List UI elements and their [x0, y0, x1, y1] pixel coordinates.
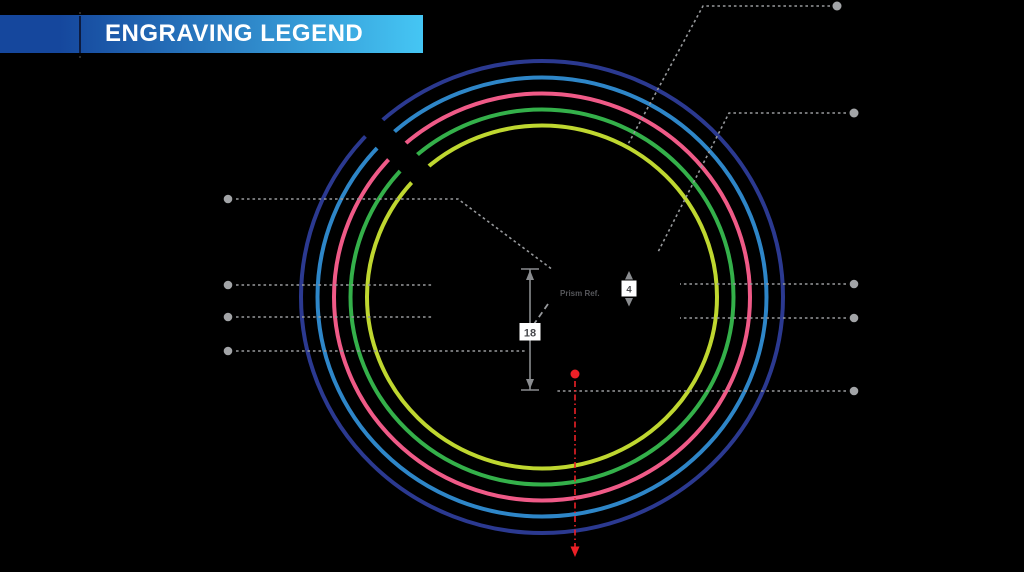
inner-ring-chartreuse	[365, 123, 719, 471]
page-title: ENGRAVING LEGEND	[105, 20, 364, 47]
outer-ring-navy	[299, 59, 785, 535]
vertical-dimension-18: 18	[519, 268, 541, 391]
small-dimension-4: 4	[621, 271, 637, 307]
reference-point-marker	[570, 369, 580, 379]
callout-dot-right-2	[849, 313, 859, 323]
callout-line-left-1	[236, 198, 554, 271]
dimension-value-box-small	[621, 280, 637, 297]
callout-dot-right-1	[849, 279, 859, 289]
ring-blue	[315, 75, 769, 519]
fold-mark-dot-top	[79, 12, 81, 14]
callout-dot-top-right-1	[832, 1, 842, 11]
callout-dot-left-4	[223, 346, 233, 356]
callout-dot-left-3	[223, 312, 233, 322]
callout-dot-left-1	[223, 194, 233, 204]
dimension-value-box	[519, 323, 541, 341]
ring-break-slash	[344, 98, 446, 200]
header-banner: ENGRAVING LEGEND	[0, 15, 423, 53]
dimension-18-label: 18	[524, 328, 536, 340]
callout-line-top-right-1	[626, 5, 830, 147]
callout-dot-right-3	[849, 386, 859, 396]
ring-pink	[332, 91, 752, 503]
down-arrow-icon	[570, 546, 580, 557]
dimension-4-label: 4	[626, 285, 632, 296]
callout-dot-top-right-2	[849, 108, 859, 118]
prism-ref-label: Prism Ref.	[560, 289, 600, 298]
callout-line-top-right-2	[657, 112, 846, 253]
ring-green	[348, 107, 736, 487]
callout-dot-left-2	[223, 280, 233, 290]
fold-mark-line	[79, 16, 81, 53]
fold-mark-dot-bottom	[79, 56, 81, 58]
